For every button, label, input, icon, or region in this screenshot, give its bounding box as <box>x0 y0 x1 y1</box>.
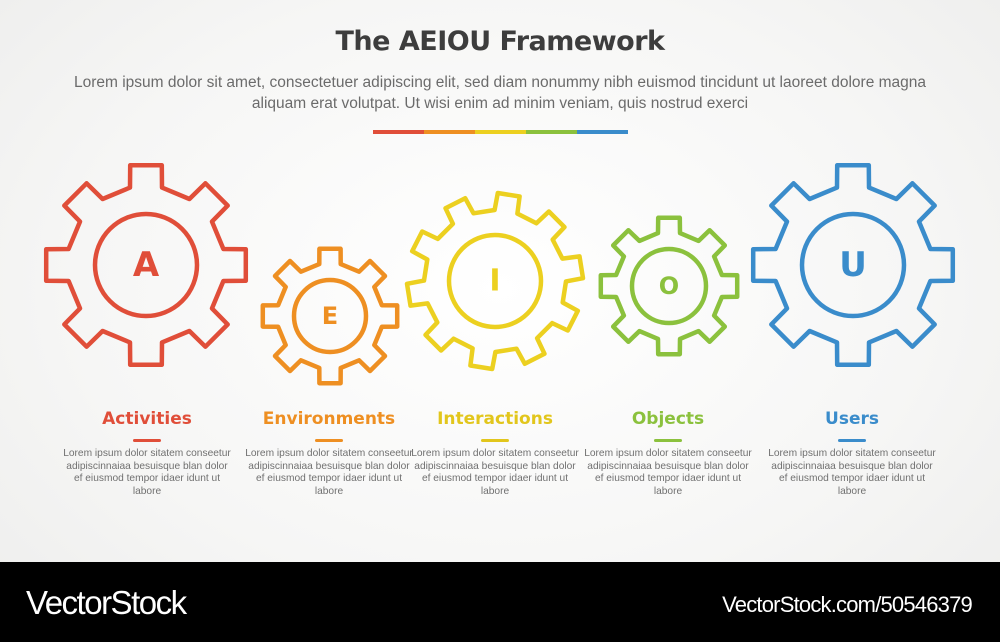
item-description: Lorem ipsum dolor sitatem conseetur adip… <box>63 448 231 497</box>
gear-diagram: A E I O U <box>43 162 956 386</box>
item-description: Lorem ipsum dolor sitatem conseetur adip… <box>245 448 413 497</box>
svg-text:O: O <box>659 272 679 300</box>
item-environments: Environments Lorem ipsum dolor sitatem c… <box>244 407 414 498</box>
item-underline <box>654 439 682 442</box>
color-segment-blue <box>577 130 628 134</box>
svg-text:I: I <box>489 264 500 299</box>
image-url: VectorStock.com/50546379 <box>722 592 973 617</box>
item-heading: Users <box>825 409 879 429</box>
item-description: Lorem ipsum dolor sitatem conseetur adip… <box>411 448 579 497</box>
item-heading: Activities <box>102 409 192 429</box>
color-segment-green <box>526 130 577 134</box>
item-heading: Objects <box>631 409 705 429</box>
item-users: Users Lorem ipsum dolor sitatem conseetu… <box>767 407 937 498</box>
svg-text:E: E <box>322 302 338 330</box>
item-heading: Environments <box>262 409 396 429</box>
item-interactions: Interactions Lorem ipsum dolor sitatem c… <box>410 407 580 498</box>
svg-text:A: A <box>133 245 160 285</box>
item-description: Lorem ipsum dolor sitatem conseetur adip… <box>584 448 752 497</box>
gear-icon-a: A <box>43 162 249 368</box>
color-segment-red <box>373 130 424 134</box>
page-subtitle: Lorem ipsum dolor sit amet, consectetuer… <box>73 74 927 112</box>
watermark-footer: VectorStock VectorStock.com/50546379 <box>0 562 1000 642</box>
item-description: Lorem ipsum dolor sitatem conseetur adip… <box>768 448 936 497</box>
gear-icon-u: U <box>750 162 956 368</box>
item-underline <box>838 439 866 442</box>
item-underline <box>133 439 161 442</box>
item-heading: Interactions <box>437 409 553 429</box>
vectorstock-logo: VectorStock <box>26 584 187 621</box>
gear-icon-o: O <box>598 215 740 357</box>
gear-icon-e: E <box>260 246 400 386</box>
item-objects: Objects Lorem ipsum dolor sitatem consee… <box>583 407 753 498</box>
color-divider <box>373 130 628 134</box>
item-underline <box>481 439 509 442</box>
item-underline <box>315 439 343 442</box>
page-title: The AEIOU Framework <box>335 26 665 57</box>
color-segment-yellow <box>475 130 526 134</box>
color-segment-orange <box>424 130 475 134</box>
svg-text:U: U <box>839 245 867 285</box>
gear-icon-i: I <box>404 190 586 372</box>
item-activities: Activities Lorem ipsum dolor sitatem con… <box>62 407 232 498</box>
